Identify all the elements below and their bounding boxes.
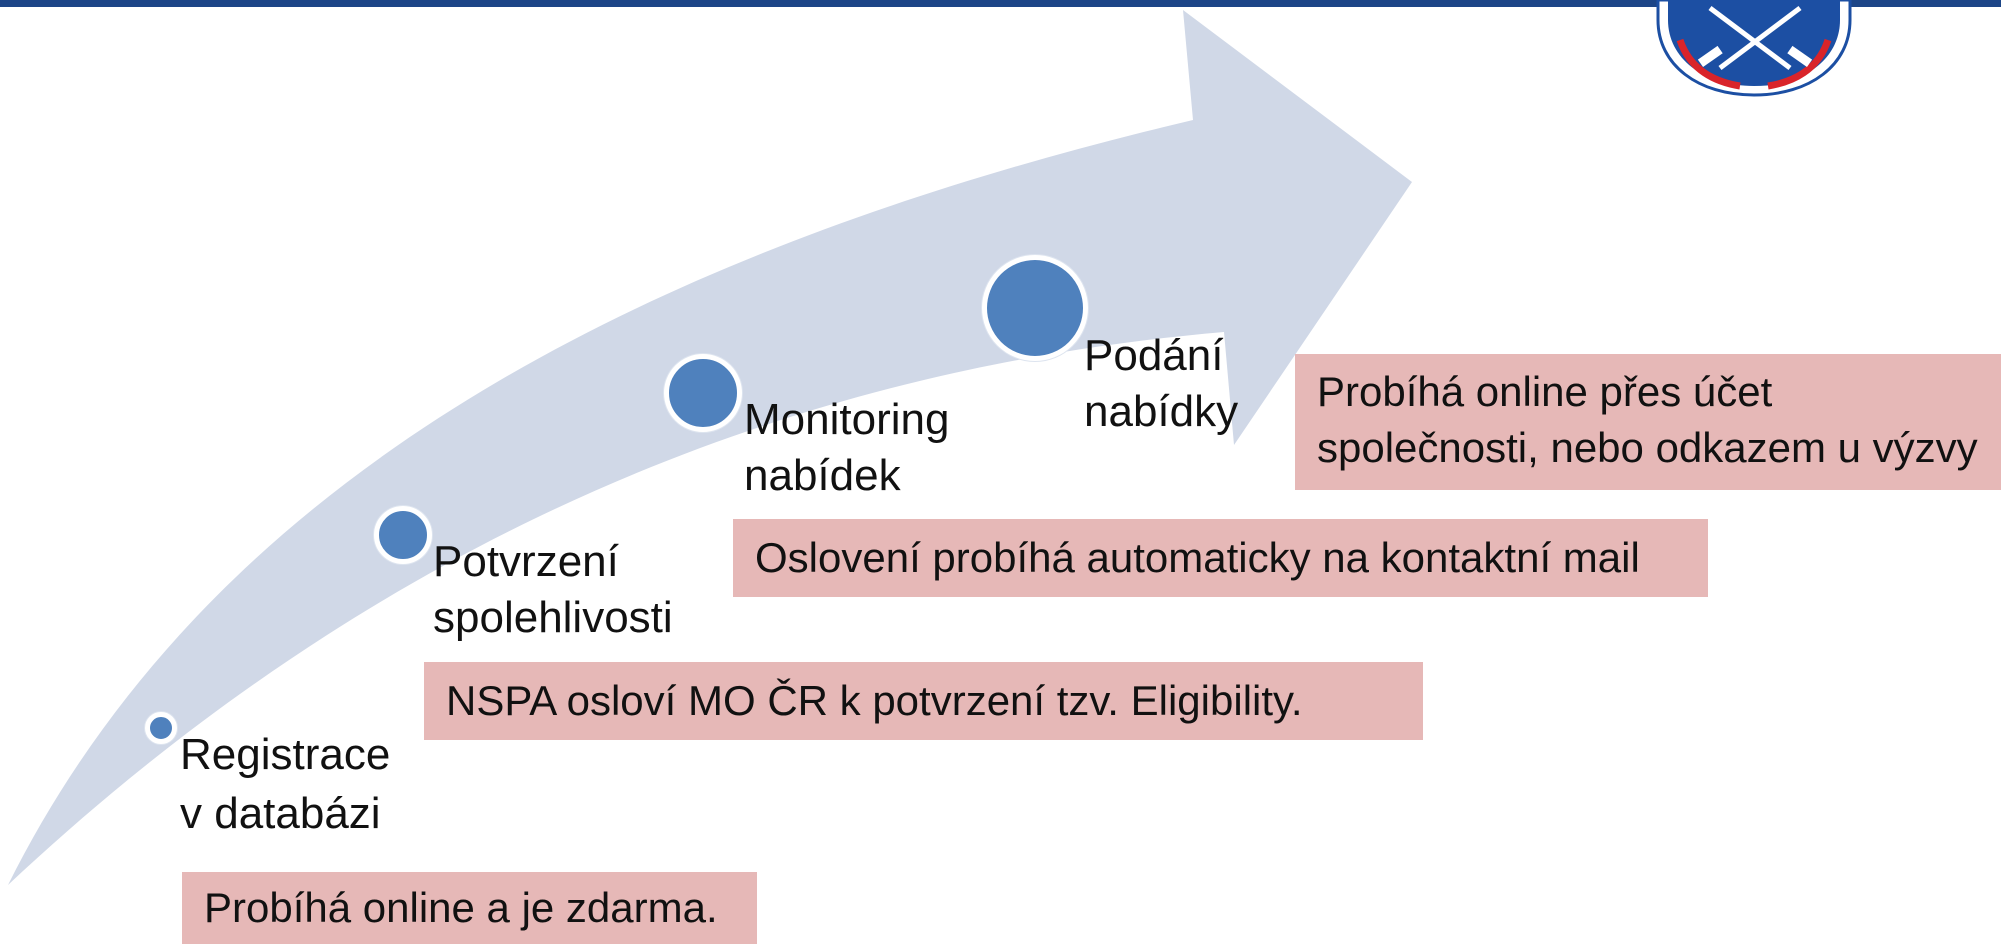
step-4-note-line-1: Probíhá online přes účet (1317, 368, 1773, 415)
step-3-marker (664, 354, 742, 432)
step-3-note: Oslovení probíhá automaticky na kontaktn… (733, 519, 1708, 597)
step-1-marker (145, 712, 177, 744)
top-accent-bar (0, 0, 2001, 7)
step-2-label-line-2: spolehlivosti (433, 593, 673, 642)
step-4-label-line-1: Podání (1084, 331, 1224, 380)
step-1-label-line-2: v databázi (180, 789, 381, 838)
step-4-label: Podání nabídky (1084, 328, 1238, 440)
step-1-label-line-1: Registrace (180, 730, 391, 779)
step-3-label-line-1: Monitoring (744, 395, 950, 444)
step-2-label-line-1: Potvrzení (433, 537, 619, 586)
step-1-note: Probíhá online a je zdarma. (182, 872, 757, 944)
army-emblem-logo (1656, 0, 1852, 97)
step-4-marker (982, 255, 1088, 361)
step-4-note: Probíhá online přes účet společnosti, ne… (1295, 354, 2001, 490)
step-4-note-line-2: společnosti, nebo odkazem u výzvy (1317, 424, 1978, 471)
step-4-label-line-2: nabídky (1084, 387, 1239, 436)
step-2-marker (374, 506, 432, 564)
step-1-label: Registrace v databázi (180, 727, 390, 842)
step-3-label-line-2: nabídek (744, 451, 901, 500)
step-3-label: Monitoring nabídek (744, 392, 949, 504)
step-2-note: NSPA osloví MO ČR k potvrzení tzv. Eligi… (424, 662, 1423, 740)
step-2-label: Potvrzení spolehlivosti (433, 534, 673, 646)
